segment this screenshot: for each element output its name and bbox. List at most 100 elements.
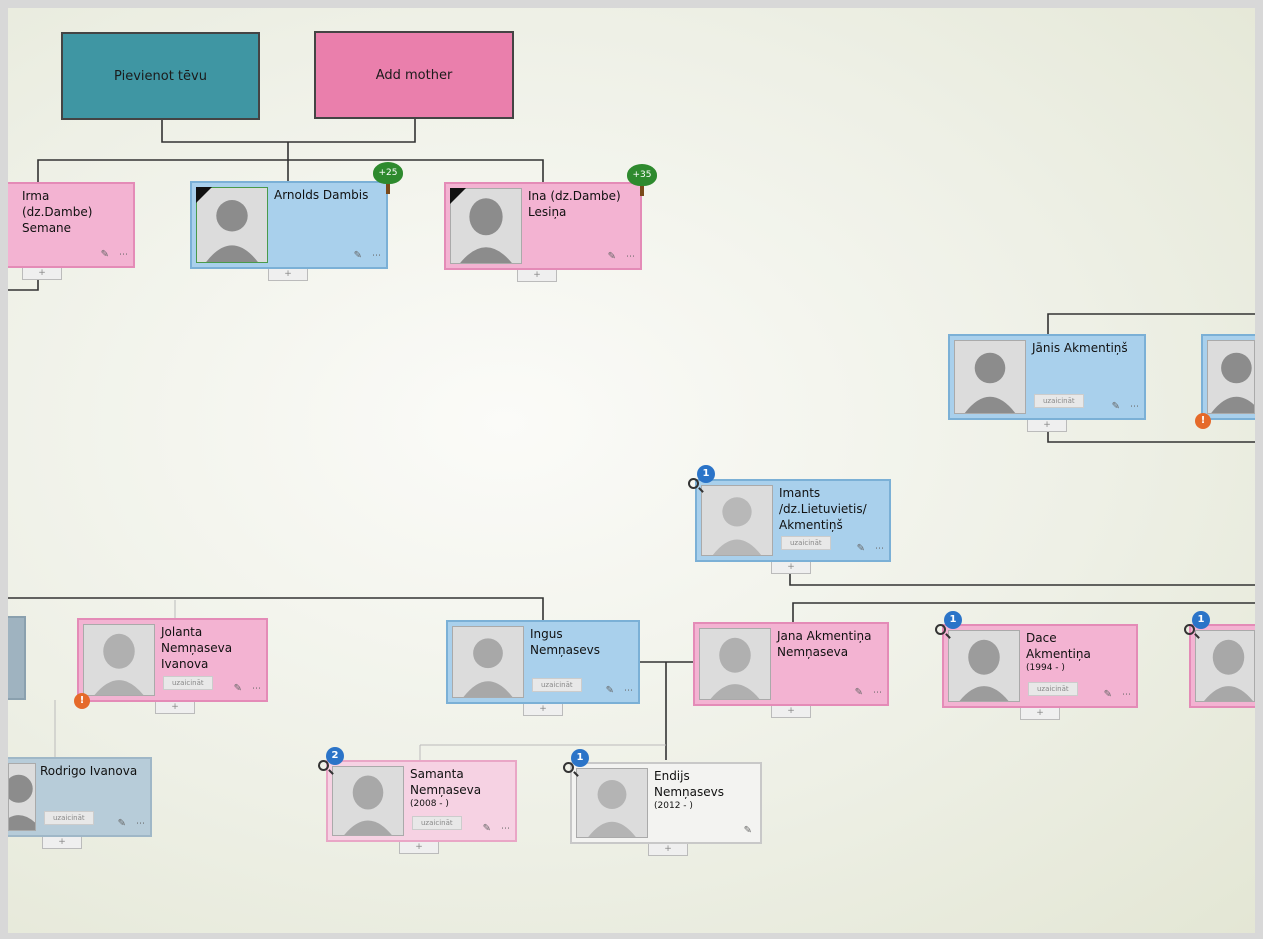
tree-icon[interactable]: +25 [373,162,403,184]
person-card-endijs[interactable]: Endijs Nemņasevs(2012 - ) ✎ [570,762,762,844]
link-icon[interactable]: ⋯ [624,686,633,696]
deceased-ribbon-icon [196,187,212,203]
person-card-ingus[interactable]: Ingus Nemņasevs uzaicināt ✎ ⋯ [446,620,640,704]
person-card-janis[interactable]: Jānis Akmentiņš uzaicināt ✎ ⋯ [948,334,1146,420]
alert-text: ! [79,695,85,706]
pencil-icon[interactable]: ✎ [233,683,242,694]
hints-count-badge[interactable]: 1 [697,465,715,483]
pencil-icon[interactable]: ✎ [1111,401,1120,412]
person-card-dace[interactable]: Dace Akmentiņa(1994 - ) uzaicināt ✎ ⋯ [942,624,1138,708]
add-mother-button[interactable]: Add mother [314,31,514,119]
person-card-ina[interactable]: Ina (dz.Dambe) Lesiņa ✎ ⋯ [444,182,642,270]
search-icon[interactable] [688,478,699,489]
screen-bezel-right [1255,0,1263,939]
add-relative-plus-ingus[interactable]: + [523,704,563,716]
plus-icon: + [171,702,179,712]
hints-count-badge[interactable]: 1 [1192,611,1210,629]
plus-icon: + [787,706,795,716]
link-icon[interactable]: ⋯ [501,824,510,834]
link-icon[interactable]: ⋯ [252,684,261,694]
pencil-icon[interactable]: ✎ [854,687,863,698]
link-icon[interactable]: ⋯ [136,819,145,829]
search-icon[interactable] [563,762,574,773]
search-icon[interactable] [935,624,946,635]
link-icon[interactable]: ⋯ [626,252,635,262]
tree-count: +25 [378,168,398,178]
person-name: Imants /dz.Lietuvietis/ Akmentiņš [779,486,867,532]
invite-badge[interactable]: uzaicināt [532,678,582,692]
invite-badge[interactable]: uzaicināt [781,536,831,550]
person-card-offscreen-left[interactable] [8,616,26,700]
person-card-imants[interactable]: Imants /dz.Lietuvietis/ Akmentiņš uzaici… [695,479,891,562]
silhouette-icon [8,763,36,831]
person-name: Endijs Nemņasevs(2012 - ) [654,768,754,813]
pencil-icon[interactable]: ✎ [607,251,616,262]
invite-badge[interactable]: uzaicināt [412,816,462,830]
link-icon[interactable]: ⋯ [1130,402,1139,412]
invite-badge[interactable]: uzaicināt [163,676,213,690]
person-card-offscreen-top[interactable] [1201,334,1255,420]
pencil-icon[interactable]: ✎ [1103,689,1112,700]
person-name: Arnolds Dambis [274,188,369,202]
person-card-samanta[interactable]: Samanta Nemņaseva(2008 - ) uzaicināt ✎ ⋯ [326,760,517,842]
silhouette-icon [948,630,1020,702]
hints-count-badge[interactable]: 2 [326,747,344,765]
invite-badge[interactable]: uzaicināt [44,811,94,825]
person-name: Dace Akmentiņa(1994 - ) [1026,630,1130,675]
add-father-button[interactable]: Pievienot tēvu [61,32,260,120]
tree-icon[interactable]: +35 [627,164,657,186]
add-relative-plus-irma[interactable]: + [22,268,62,280]
add-relative-plus-rodrigo[interactable]: + [42,837,82,849]
person-card-irma[interactable]: Irma (dz.Dambe) Semane ✎ ⋯ [8,182,135,268]
link-icon[interactable]: ⋯ [1122,690,1131,700]
person-card-jana[interactable]: Jana Akmentiņa Nemņaseva ✎ ⋯ [693,622,889,706]
link-icon[interactable]: ⋯ [372,251,381,261]
add-relative-plus-arnolds[interactable]: + [268,269,308,281]
plus-icon: + [664,844,672,854]
person-card-arnolds[interactable]: Arnolds Dambis ✎ ⋯ [190,181,388,269]
silhouette-icon [1207,340,1255,414]
link-icon[interactable]: ⋯ [119,250,128,260]
pencil-icon[interactable]: ✎ [605,685,614,696]
plus-icon: + [787,562,795,572]
add-relative-plus-endijs[interactable]: + [648,844,688,856]
add-relative-plus-imants[interactable]: + [771,562,811,574]
person-name: Ina (dz.Dambe) Lesiņa [528,189,621,219]
pencil-icon[interactable]: ✎ [353,250,362,261]
pencil-icon[interactable]: ✎ [482,823,491,834]
alert-icon[interactable]: ! [74,693,90,709]
pencil-icon[interactable]: ✎ [117,818,126,829]
add-relative-plus-samanta[interactable]: + [399,842,439,854]
person-card-jolanta[interactable]: Jolanta Nemņaseva Ivanova uzaicināt ✎ ⋯ [77,618,268,702]
person-name: Jana Akmentiņa Nemņaseva [777,629,872,659]
person-name-text: Dace Akmentiņa [1026,631,1091,661]
add-relative-plus-janis[interactable]: + [1027,420,1067,432]
search-icon[interactable] [1184,624,1195,635]
invite-badge[interactable]: uzaicināt [1028,682,1078,696]
hints-count-badge[interactable]: 1 [571,749,589,767]
invite-badge[interactable]: uzaicināt [1034,394,1084,408]
link-icon[interactable]: ⋯ [875,544,884,554]
add-relative-plus-dace[interactable]: + [1020,708,1060,720]
search-icon[interactable] [318,760,329,771]
add-relative-plus-jana[interactable]: + [771,706,811,718]
plus-icon: + [539,704,547,714]
pencil-icon[interactable]: ✎ [856,543,865,554]
link-icon[interactable]: ⋯ [873,688,882,698]
person-card-rodrigo[interactable]: Rodrigo Ivanova uzaicināt ✎ ⋯ [8,757,152,837]
person-name-text: Samanta Nemņaseva [410,767,482,797]
silhouette-icon [576,768,648,838]
screen-bezel-left [0,0,8,939]
hints-count-badge[interactable]: 1 [944,611,962,629]
alert-icon[interactable]: ! [1195,413,1211,429]
plus-icon: + [58,837,66,847]
person-card-offscreen-mid[interactable] [1189,624,1255,708]
add-relative-plus-jolanta[interactable]: + [155,702,195,714]
person-name: Jānis Akmentiņš [1032,341,1128,355]
add-relative-plus-ina[interactable]: + [517,270,557,282]
tree-trunk [640,186,644,196]
pencil-icon[interactable]: ✎ [743,825,752,836]
pencil-icon[interactable]: ✎ [100,249,109,260]
